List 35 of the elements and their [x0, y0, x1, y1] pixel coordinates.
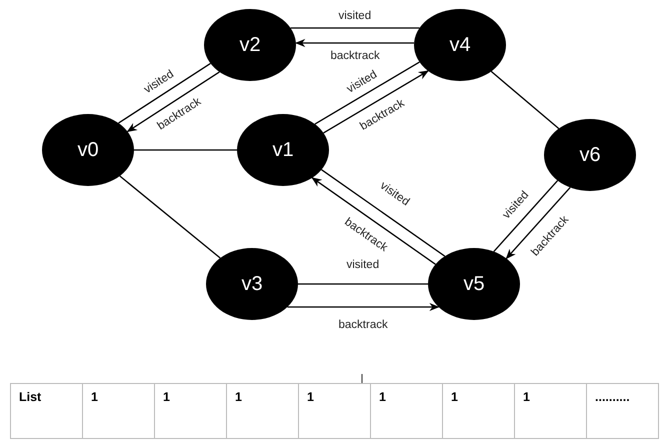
- arrow: [287, 302, 440, 312]
- vertex-label: v0: [77, 138, 99, 162]
- edge-label: visited: [338, 10, 372, 22]
- vertex-label: v5: [463, 272, 485, 296]
- connector-line: [314, 62, 420, 125]
- vertex-label: v2: [239, 34, 261, 56]
- arrow: [126, 71, 220, 132]
- connector-line: [298, 283, 428, 285]
- connector-line: [118, 62, 211, 124]
- list-value-cell: 1: [226, 384, 298, 438]
- vertex-label: v1: [272, 138, 294, 162]
- connector-line: [490, 70, 560, 130]
- list-value-cell: 1: [370, 384, 442, 438]
- arrow: [294, 38, 414, 48]
- vertex-label: v3: [241, 272, 263, 296]
- list-value-cell: 1: [298, 384, 370, 438]
- edge-label: visited: [346, 258, 380, 272]
- vertex-label: v6: [579, 144, 601, 166]
- connector-line: [290, 27, 420, 29]
- connector-line: [134, 149, 237, 151]
- row-header-cell: List: [10, 384, 82, 438]
- list-value-cell: 1: [82, 384, 154, 438]
- arrow: [311, 177, 436, 265]
- list-value-cell: 1: [442, 384, 514, 438]
- connector-line: [321, 169, 446, 257]
- edge-label: backtrack: [330, 50, 381, 62]
- connector-line: [493, 180, 558, 252]
- list-value-cell: ..........: [586, 384, 658, 438]
- vertex-label: v4: [449, 34, 471, 56]
- list-value-cell: 1: [514, 384, 586, 438]
- connector-line: [119, 176, 221, 258]
- list-value-cell: 1: [154, 384, 226, 438]
- arrow: [506, 187, 571, 260]
- edge-label: backtrack: [338, 318, 389, 332]
- arrow: [323, 70, 429, 134]
